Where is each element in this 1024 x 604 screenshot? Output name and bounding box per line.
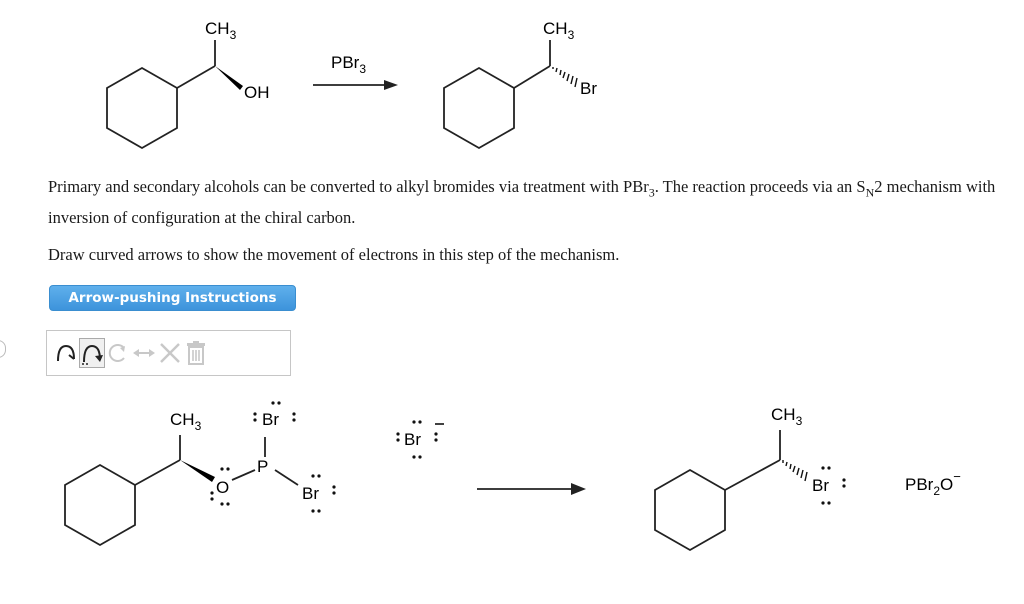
cyclohexane-ring: [654, 468, 726, 552]
instruction-text: Draw curved arrows to show the movement …: [48, 245, 620, 264]
methyl-label: CH3: [205, 19, 237, 42]
bromide-ion: Br: [396, 420, 444, 459]
byproduct-label: PBr2O−: [905, 469, 961, 498]
bromine-top-label: Br: [262, 410, 279, 429]
methyl-label: CH3: [543, 19, 575, 42]
single-electron-arrow-icon[interactable]: [53, 338, 79, 368]
reactant-structure: CH3 OH: [106, 19, 270, 150]
cyclohexane-ring: [64, 463, 136, 547]
phosphorus-label: P: [257, 457, 268, 476]
wedge-bond: [180, 460, 215, 482]
trash-icon[interactable]: [183, 338, 209, 368]
hash-bond: [552, 67, 578, 88]
reagent-arrow: PBr3: [313, 53, 398, 90]
cyclohexane-ring: [106, 66, 178, 150]
mechanism-arrow: [477, 483, 586, 495]
cyclohexane-ring: [443, 66, 515, 150]
reagent-label: PBr3: [331, 53, 366, 76]
wedge-bond: [215, 66, 243, 90]
electron-pair-arrow-icon[interactable]: [79, 338, 105, 368]
byproduct: PBr2O−: [905, 469, 961, 498]
question-text: Primary and secondary alcohols can be co…: [48, 177, 996, 228]
resonance-arrow-icon[interactable]: [131, 338, 157, 368]
bromide-label: Br: [404, 430, 421, 449]
product-structure: CH3 Br: [443, 19, 597, 150]
side-tab[interactable]: [0, 340, 6, 358]
hydroxyl-label: OH: [244, 83, 270, 102]
hash-bond: [782, 460, 808, 482]
bromine-label: Br: [812, 476, 829, 495]
methyl-label: CH3: [771, 405, 803, 428]
mechanism-product: CH3 Br: [654, 405, 846, 552]
bromine-right-label: Br: [302, 484, 319, 503]
bromine-label: Br: [580, 79, 597, 98]
arrow-pushing-instructions-button[interactable]: Arrow-pushing Instructions: [49, 285, 296, 311]
methyl-label: CH3: [170, 410, 202, 433]
lasso-icon[interactable]: [105, 338, 131, 368]
drawing-toolbar: [46, 330, 291, 376]
mechanism-reactant: CH3 Br P O Br: [64, 401, 336, 547]
oxygen-label: O: [216, 478, 229, 497]
delete-icon[interactable]: [157, 338, 183, 368]
